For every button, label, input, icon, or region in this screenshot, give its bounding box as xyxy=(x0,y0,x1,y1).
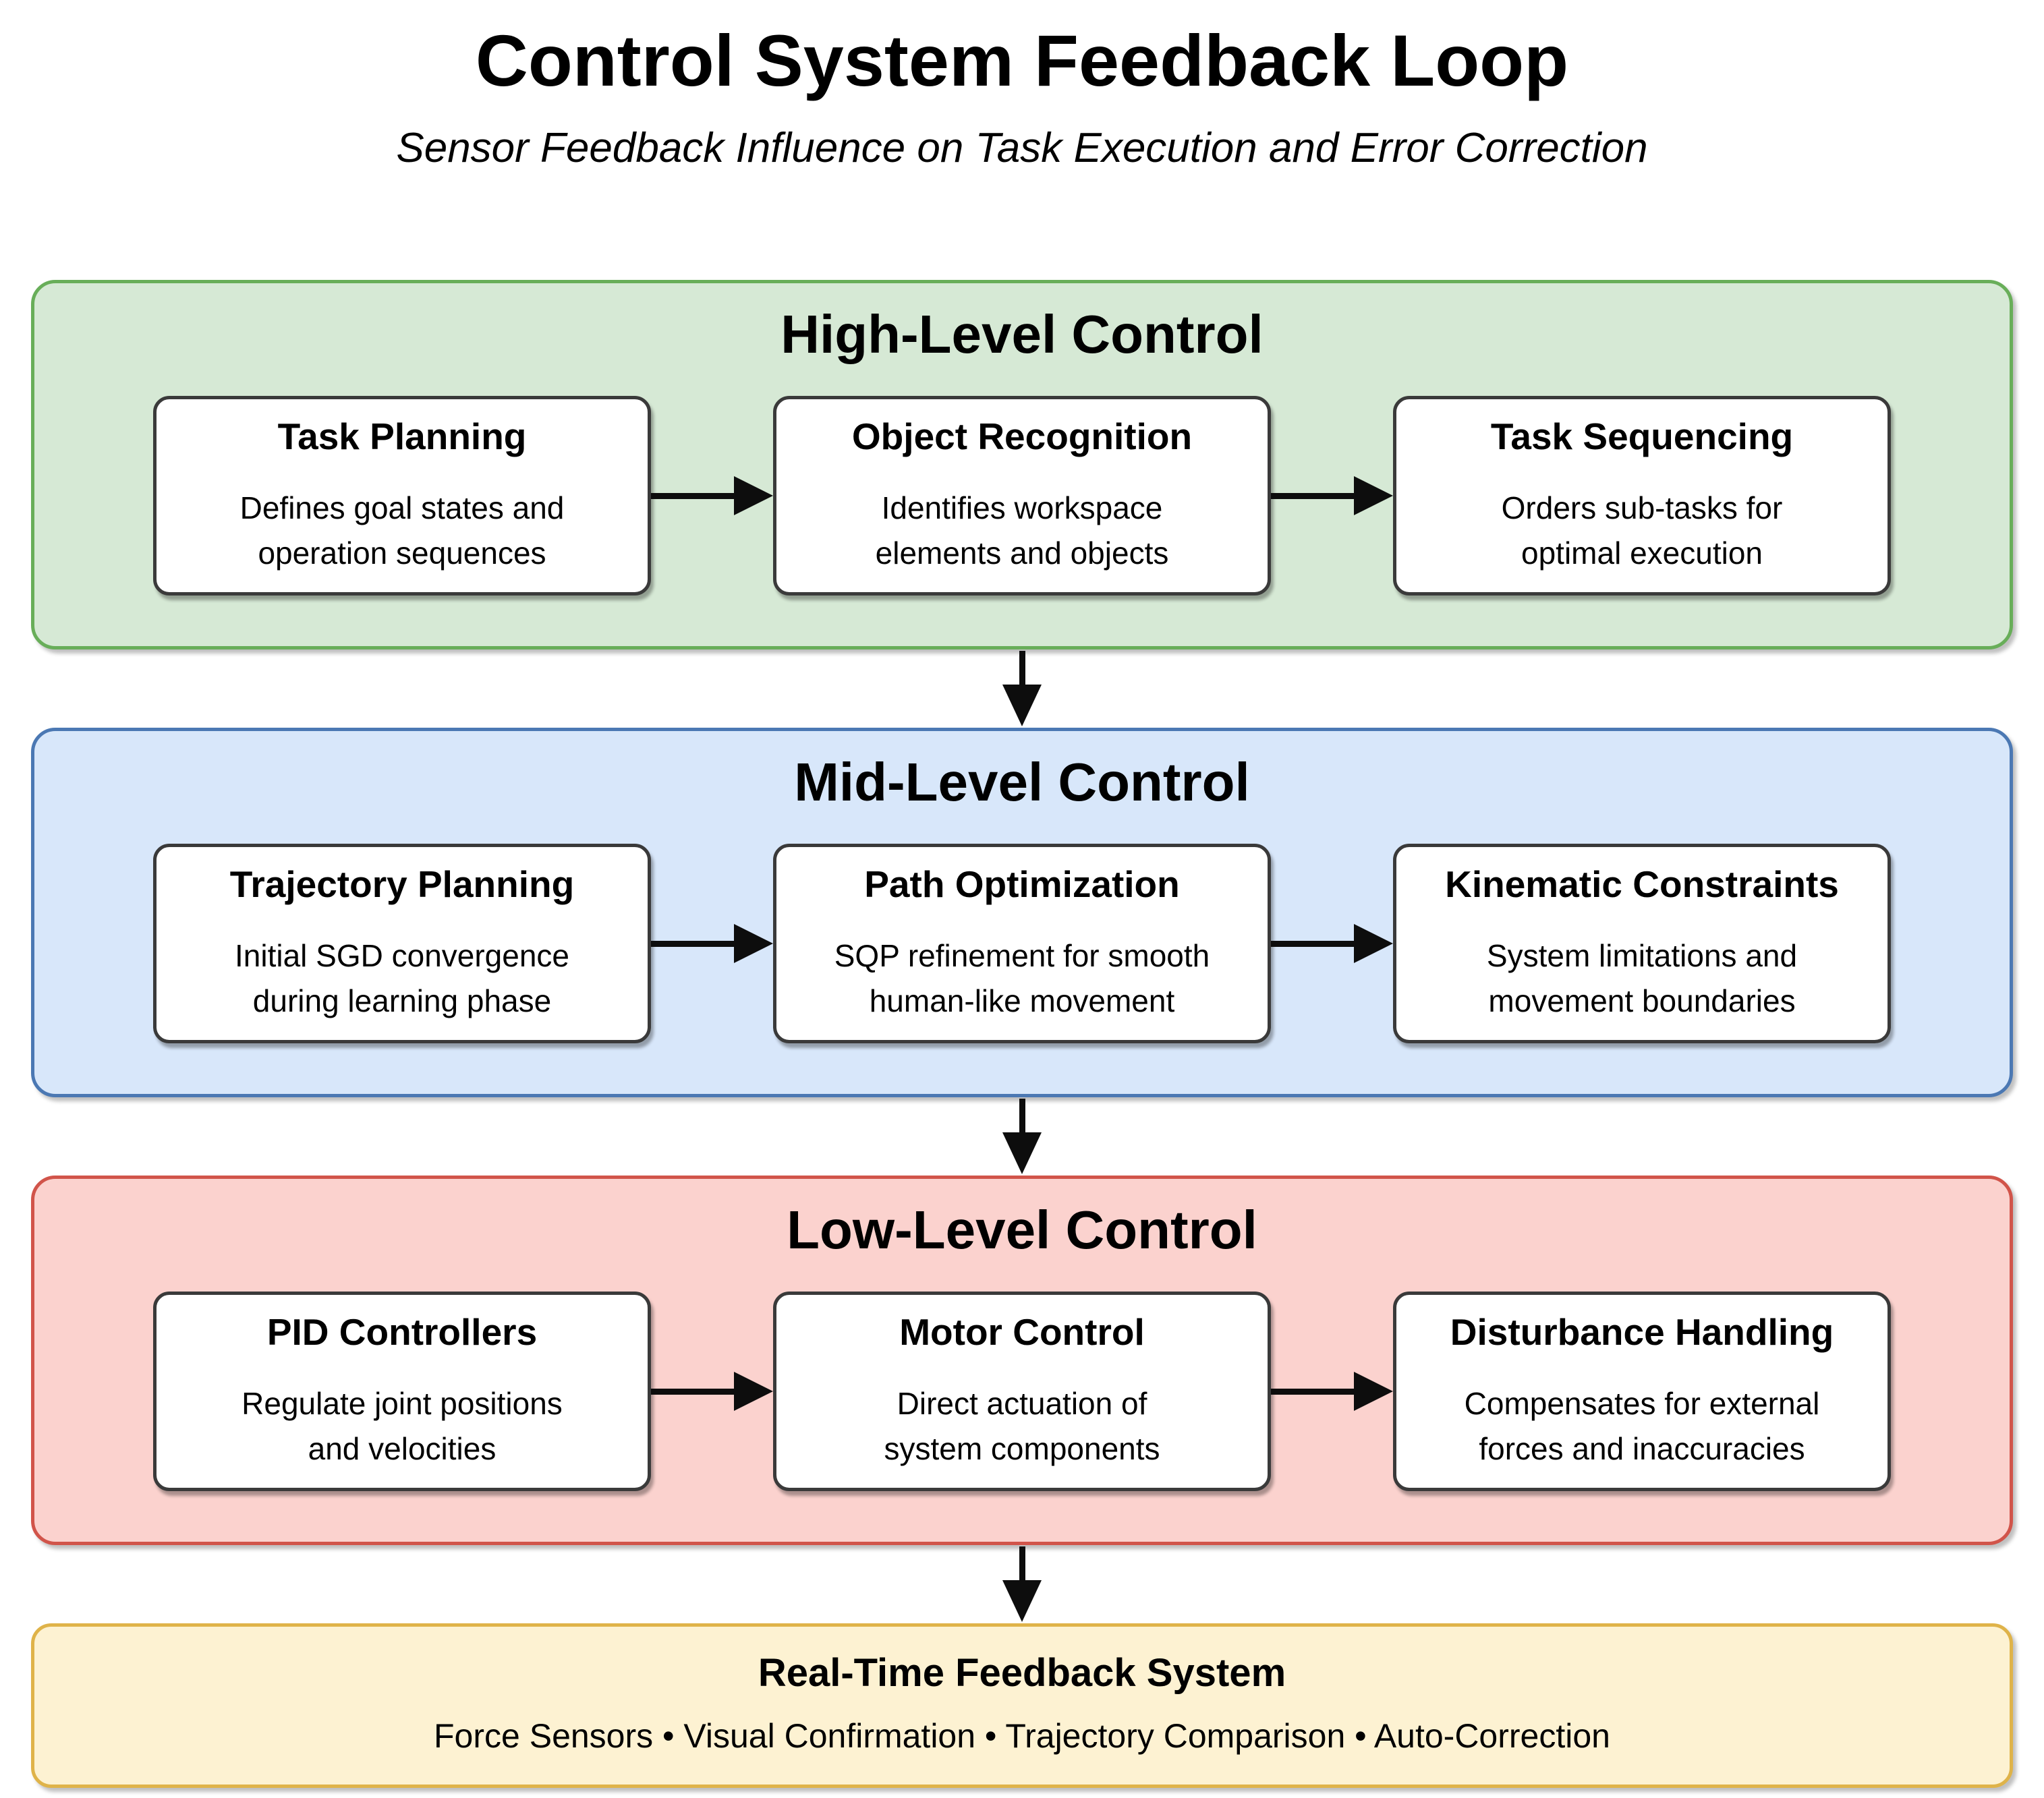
desc-line: Orders sub-tasks for xyxy=(1501,490,1783,525)
desc-line: System limitations and xyxy=(1486,937,1798,973)
arrow-right-icon xyxy=(651,924,773,964)
node-description: Orders sub-tasks for optimal execution xyxy=(1502,486,1783,575)
node-title: Task Planning xyxy=(277,415,527,458)
node-title: PID Controllers xyxy=(266,1311,538,1354)
arrow-shaft xyxy=(651,1388,734,1395)
node-description: Identifies workspace elements and object… xyxy=(876,486,1169,575)
arrow-down-icon xyxy=(1002,1099,1042,1175)
desc-line: SQP refinement for smooth xyxy=(834,937,1210,973)
desc-line: Defines goal states and xyxy=(239,490,565,525)
arrow-right-icon xyxy=(1271,924,1393,964)
band-title-mid-level: Mid-Level Control xyxy=(794,752,1250,813)
node-title: Motor Control xyxy=(899,1311,1145,1354)
arrow-head xyxy=(1002,1132,1042,1175)
feedback-items: Force Sensors • Visual Confirmation • Tr… xyxy=(434,1716,1610,1755)
node-row-mid-level: Trajectory Planning Initial SGD converge… xyxy=(153,844,1891,1044)
desc-line: during learning phase xyxy=(252,983,552,1018)
arrow-shaft xyxy=(1019,1099,1025,1133)
desc-line: Compensates for external xyxy=(1464,1385,1820,1421)
arrow-right-icon xyxy=(1271,476,1393,516)
node-path-optimization: Path Optimization SQP refinement for smo… xyxy=(773,844,1271,1044)
arrow-shaft xyxy=(651,940,734,947)
arrow-head xyxy=(1354,476,1393,516)
arrow-head xyxy=(734,1372,773,1412)
node-description: Compensates for external forces and inac… xyxy=(1465,1381,1820,1471)
node-description: SQP refinement for smooth human-like mov… xyxy=(834,933,1210,1023)
desc-line: operation sequences xyxy=(258,535,546,571)
band-high-level-control: High-Level Control Task Planning Defines… xyxy=(31,280,2013,650)
band-low-level-control: Low-Level Control PID Controllers Regula… xyxy=(31,1176,2013,1546)
desc-line: optimal execution xyxy=(1521,535,1763,571)
node-kinematic-constraints: Kinematic Constraints System limitations… xyxy=(1393,844,1891,1044)
arrow-right-icon xyxy=(651,476,773,516)
band-title-low-level: Low-Level Control xyxy=(787,1200,1257,1260)
arrow-head xyxy=(734,476,773,516)
node-description: Initial SGD convergence during learning … xyxy=(235,933,569,1023)
node-title: Trajectory Planning xyxy=(229,863,575,906)
desc-line: human-like movement xyxy=(869,983,1175,1018)
arrow-head xyxy=(1002,1580,1042,1623)
node-description: Defines goal states and operation sequen… xyxy=(240,486,565,575)
desc-line: movement boundaries xyxy=(1488,983,1796,1018)
arrow-shaft xyxy=(651,492,734,499)
arrow-right-icon xyxy=(651,1372,773,1412)
desc-line: Regulate joint positions xyxy=(242,1385,563,1421)
arrow-right-icon xyxy=(1271,1372,1393,1412)
band-real-time-feedback: Real-Time Feedback System Force Sensors … xyxy=(31,1623,2013,1788)
desc-line: system components xyxy=(884,1430,1160,1466)
arrow-shaft xyxy=(1271,1388,1354,1395)
desc-line: Identifies workspace xyxy=(881,490,1163,525)
arrow-head xyxy=(734,924,773,964)
arrow-head xyxy=(1002,685,1042,727)
arrow-down-icon xyxy=(1002,1546,1042,1623)
band-mid-level-control: Mid-Level Control Trajectory Planning In… xyxy=(31,728,2013,1098)
node-title: Path Optimization xyxy=(864,863,1180,906)
node-pid-controllers: PID Controllers Regulate joint positions… xyxy=(153,1292,651,1492)
arrow-head xyxy=(1354,1372,1393,1412)
node-disturbance-handling: Disturbance Handling Compensates for ext… xyxy=(1393,1292,1891,1492)
arrow-down-icon xyxy=(1002,651,1042,727)
desc-line: Direct actuation of xyxy=(897,1385,1147,1421)
desc-line: Initial SGD convergence xyxy=(234,937,570,973)
node-row-low-level: PID Controllers Regulate joint positions… xyxy=(153,1292,1891,1492)
arrow-head xyxy=(1354,924,1393,964)
arrow-shaft xyxy=(1271,492,1354,499)
node-title: Disturbance Handling xyxy=(1450,1311,1834,1354)
desc-line: and velocities xyxy=(308,1430,496,1466)
node-description: System limitations and movement boundari… xyxy=(1487,933,1797,1023)
node-description: Regulate joint positions and velocities xyxy=(242,1381,563,1471)
node-task-sequencing: Task Sequencing Orders sub-tasks for opt… xyxy=(1393,396,1891,596)
arrow-shaft xyxy=(1271,940,1354,947)
node-object-recognition: Object Recognition Identifies workspace … xyxy=(773,396,1271,596)
arrow-shaft xyxy=(1019,651,1025,685)
node-title: Object Recognition xyxy=(851,415,1193,458)
page-subtitle: Sensor Feedback Influence on Task Execut… xyxy=(396,125,1648,171)
page-title: Control System Feedback Loop xyxy=(475,20,1569,101)
node-row-high-level: Task Planning Defines goal states and op… xyxy=(153,396,1891,596)
node-motor-control: Motor Control Direct actuation of system… xyxy=(773,1292,1271,1492)
desc-line: elements and objects xyxy=(875,535,1169,571)
band-title-high-level: High-Level Control xyxy=(780,304,1264,365)
node-trajectory-planning: Trajectory Planning Initial SGD converge… xyxy=(153,844,651,1044)
desc-line: forces and inaccuracies xyxy=(1479,1430,1805,1466)
node-title: Task Sequencing xyxy=(1490,415,1794,458)
arrow-shaft xyxy=(1019,1546,1025,1581)
node-title: Kinematic Constraints xyxy=(1445,863,1839,906)
node-task-planning: Task Planning Defines goal states and op… xyxy=(153,396,651,596)
feedback-title: Real-Time Feedback System xyxy=(758,1651,1286,1695)
node-description: Direct actuation of system components xyxy=(884,1381,1160,1471)
